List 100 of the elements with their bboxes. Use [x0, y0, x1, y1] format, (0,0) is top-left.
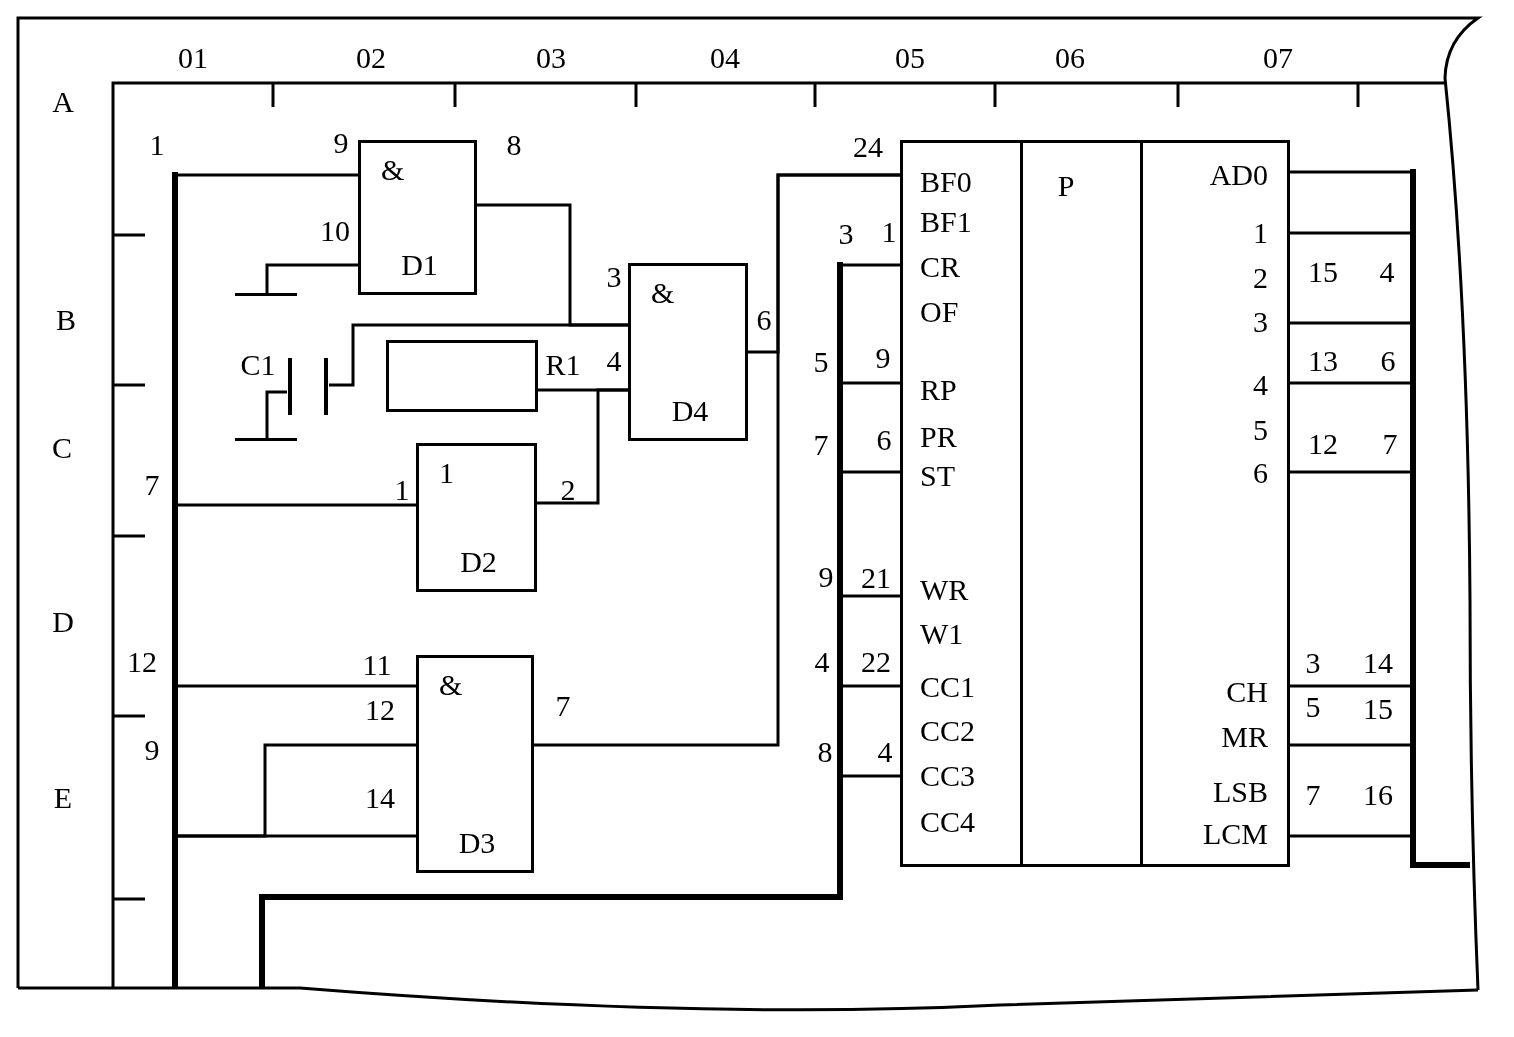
pin-label: CR: [920, 252, 961, 282]
wire: [843, 774, 900, 778]
pin-number: 15: [1363, 694, 1393, 724]
wire: [1290, 834, 1410, 838]
pin-number: 1: [394, 475, 410, 505]
wire: [843, 470, 900, 474]
wire: [1290, 743, 1410, 747]
pin-number: 7: [144, 470, 160, 500]
pin-label: CC3: [920, 761, 976, 791]
grid-reference: C: [52, 433, 72, 463]
wire: [534, 173, 900, 747]
pin-label: LCM: [1203, 819, 1268, 849]
grid-reference: D: [52, 607, 74, 637]
pin-number: 13: [1308, 346, 1338, 376]
pin-label: 3: [1253, 307, 1268, 337]
pin-number: 9: [875, 343, 891, 373]
pin-number: 6: [876, 425, 892, 455]
pin-number: 8: [817, 737, 833, 767]
pin-label: ST: [920, 461, 955, 491]
pin-label: BF0: [920, 167, 972, 197]
pin-number: 16: [1363, 780, 1393, 810]
pin-number: 7: [1382, 429, 1398, 459]
pin-number: 5: [1305, 692, 1321, 722]
wire: [537, 388, 628, 505]
pin-label: WR: [920, 575, 969, 605]
pin-label: 6: [1253, 458, 1268, 488]
pin-number: 7: [555, 691, 571, 721]
wire: [843, 594, 900, 598]
grid-reference: B: [56, 305, 76, 335]
ground-symbol: [235, 438, 297, 441]
wire: [1290, 381, 1410, 385]
pin-number: 4: [814, 647, 830, 677]
pin-number: 7: [813, 430, 829, 460]
logic-gate: [358, 140, 477, 295]
gate-symbol: &: [651, 278, 675, 308]
pin-label: PR: [920, 422, 957, 452]
gate-symbol: &: [439, 670, 463, 700]
grid-reference: 02: [356, 43, 386, 73]
component-label: P: [1057, 171, 1075, 201]
gate-symbol: &: [381, 155, 405, 185]
pin-number: 4: [606, 346, 622, 376]
pin-number: 9: [818, 562, 834, 592]
bus-line: [1416, 862, 1470, 868]
pin-label: W1: [920, 619, 964, 649]
component-label: C1: [240, 350, 276, 380]
pin-label: OF: [920, 297, 959, 327]
processor-block: [900, 140, 1290, 867]
component-label: D2: [460, 547, 497, 577]
wire: [1290, 170, 1410, 174]
pin-label: MR: [1221, 722, 1268, 752]
pin-number: 3: [838, 219, 854, 249]
component-label: D1: [401, 250, 438, 280]
wire: [265, 390, 287, 438]
grid-reference: 06: [1055, 43, 1085, 73]
wire: [1290, 684, 1410, 688]
component-label: R1: [545, 350, 581, 380]
pin-label: 2: [1253, 263, 1268, 293]
grid-reference: 01: [178, 43, 208, 73]
pin-number: 1: [149, 130, 165, 160]
wire: [843, 381, 900, 385]
pin-number: 11: [362, 650, 392, 680]
wire: [265, 263, 358, 293]
pin-number: 4: [1379, 257, 1395, 287]
ground-symbol: [235, 293, 297, 296]
pin-number: 9: [333, 128, 349, 158]
logic-gate: [416, 655, 534, 873]
wire: [178, 173, 358, 177]
pin-number: 14: [1363, 648, 1393, 678]
pin-number: 9: [144, 735, 160, 765]
pin-label: LSB: [1212, 777, 1268, 807]
pin-label: CC2: [920, 716, 976, 746]
pin-label: RP: [920, 375, 957, 405]
pin-label: 1: [1253, 218, 1268, 248]
pin-number: 1: [881, 217, 897, 247]
pin-label: CC1: [920, 672, 976, 702]
resistor-symbol: [386, 340, 538, 412]
component-label: D4: [671, 396, 709, 426]
wire: [178, 743, 416, 838]
pin-label: 4: [1253, 370, 1268, 400]
pin-number: 10: [320, 216, 350, 246]
pin-number: 6: [1380, 346, 1396, 376]
wire: [1290, 470, 1410, 474]
bus-line: [259, 891, 843, 988]
logic-gate: [416, 443, 537, 592]
logic-gate: [628, 263, 748, 441]
component-label: D3: [458, 828, 496, 858]
wire: [843, 684, 900, 688]
gate-symbol: 1: [439, 458, 454, 488]
pin-label: CC4: [920, 807, 976, 837]
wire: [178, 503, 416, 507]
pin-label: AD0: [1209, 160, 1268, 190]
wire: [1290, 321, 1410, 325]
grid-reference: 07: [1263, 43, 1293, 73]
pin-number: 22: [861, 647, 891, 677]
pin-label: CH: [1226, 677, 1268, 707]
pin-number: 6: [756, 305, 772, 335]
pin-label: 5: [1253, 415, 1268, 445]
pin-number: 12: [365, 695, 395, 725]
pin-number: 2: [560, 475, 576, 505]
pin-number: 3: [606, 262, 622, 292]
